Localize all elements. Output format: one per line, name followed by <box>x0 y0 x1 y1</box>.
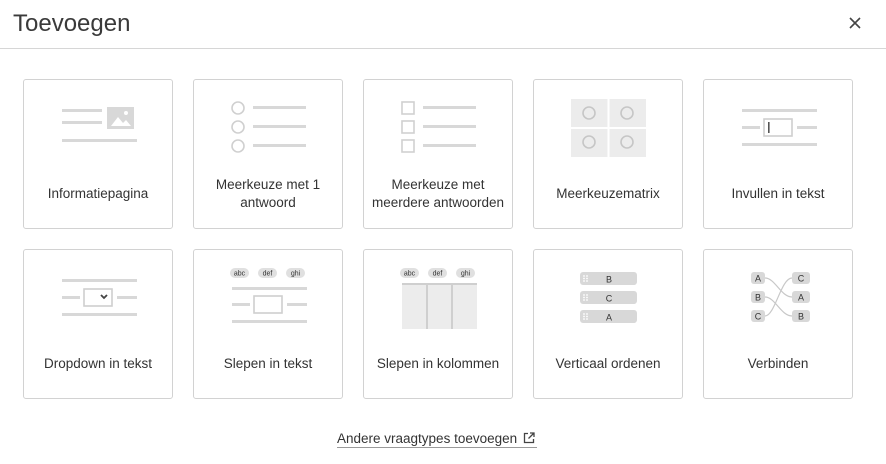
other-question-types-link[interactable]: Andere vraagtypes toevoegen <box>337 429 538 448</box>
order-item-label: C <box>606 294 613 304</box>
close-button[interactable] <box>843 11 867 35</box>
vertical-order-icon: B C A <box>580 272 637 323</box>
drag-in-text-icon: abc def ghi <box>230 268 307 323</box>
connect-right-label: A <box>798 293 804 303</box>
drag-in-columns-icon: abc def ghi <box>400 268 477 329</box>
dropdown-in-text-icon <box>62 279 137 316</box>
question-type-meerkeuze-1[interactable]: Meerkeuze met 1 antwoord <box>193 79 343 229</box>
question-type-label: Meerkeuze met meerdere antwoorden <box>371 177 505 210</box>
connect-right-label: C <box>798 274 805 284</box>
dialog-title: Toevoegen <box>13 10 131 37</box>
question-type-label: Informatiepagina <box>47 186 149 201</box>
tag-label: ghi <box>461 271 471 278</box>
question-type-grid: Informatiepagina Meerkeuze met 1 antwoor… <box>23 79 853 399</box>
connect-icon: A B C C A B <box>751 272 810 322</box>
order-item-label: B <box>606 275 612 285</box>
multiple-choice-multi-icon <box>401 101 476 153</box>
information-page-icon <box>62 107 137 142</box>
tag-label: def <box>433 271 443 278</box>
dialog-header: Toevoegen <box>0 0 886 49</box>
connect-left-label: C <box>755 312 762 322</box>
other-question-types-label: Andere vraagtypes toevoegen <box>337 430 518 446</box>
question-type-meerkeuze-meerdere[interactable]: Meerkeuze met meerdere antwoorden <box>363 79 513 229</box>
question-type-label: Meerkeuze met 1 antwoord <box>215 177 321 210</box>
external-link-icon <box>523 432 535 444</box>
question-type-label: Dropdown in tekst <box>43 356 153 371</box>
tag-label: abc <box>404 271 416 278</box>
question-type-meerkeuzematrix[interactable]: Meerkeuzematrix <box>533 79 683 229</box>
question-type-label: Verticaal ordenen <box>555 356 661 371</box>
connect-left-label: B <box>755 293 761 303</box>
question-type-label: Meerkeuzematrix <box>556 186 660 201</box>
question-type-label: Slepen in tekst <box>223 356 313 371</box>
question-type-label: Invullen in tekst <box>731 186 825 201</box>
question-type-slepen-in-tekst[interactable]: abc def ghi Slepen in tekst <box>193 249 343 399</box>
question-type-slepen-in-kolommen[interactable]: abc def ghi Slepen in kolommen <box>363 249 513 399</box>
connect-right-label: B <box>798 312 804 322</box>
question-type-dropdown-in-tekst[interactable]: Dropdown in tekst <box>23 249 173 399</box>
tag-label: def <box>263 271 273 278</box>
question-type-informatiepagina[interactable]: Informatiepagina <box>23 79 173 229</box>
connect-left-label: A <box>755 274 761 284</box>
fill-in-text-icon <box>742 109 817 146</box>
multiple-choice-single-icon <box>231 101 306 153</box>
tag-label: ghi <box>291 271 301 278</box>
question-type-invullen-in-tekst[interactable]: Invullen in tekst <box>703 79 853 229</box>
question-type-label: Verbinden <box>747 356 809 371</box>
question-type-label: Slepen in kolommen <box>376 356 500 371</box>
question-type-verticaal-ordenen[interactable]: B C A Verticaal ordenen <box>533 249 683 399</box>
question-type-verbinden[interactable]: A B C C A B Verbinden <box>703 249 853 399</box>
order-item-label: A <box>606 313 612 323</box>
choice-matrix-icon <box>571 99 646 157</box>
close-icon <box>849 17 861 29</box>
tag-label: abc <box>234 271 246 278</box>
